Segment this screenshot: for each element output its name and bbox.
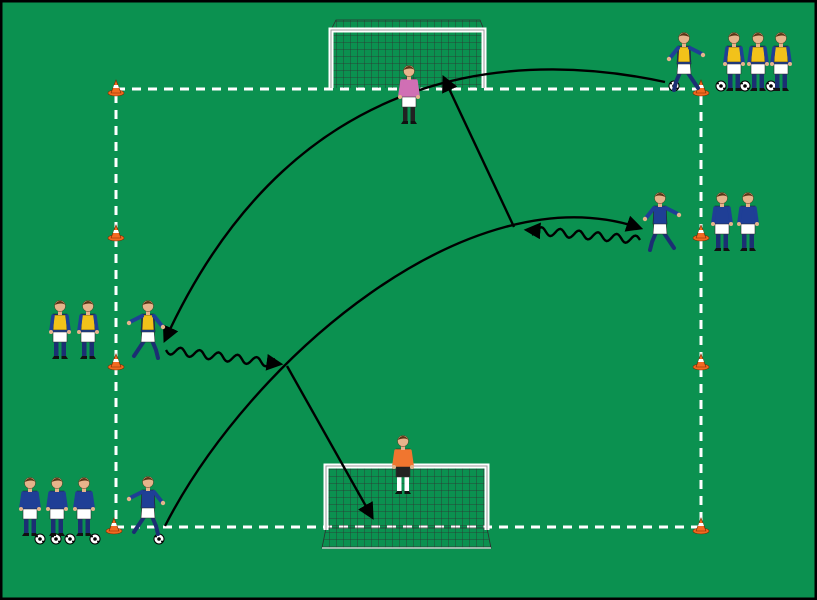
dribble-arrow-left	[164, 346, 284, 371]
soccer-ball-icon	[89, 533, 101, 545]
shot-arrow-to-top-goal	[442, 74, 516, 228]
player-figure-icon	[73, 477, 95, 536]
soccer-ball-icon	[765, 80, 777, 92]
player-figure-icon	[126, 300, 166, 360]
cone-icon	[107, 224, 125, 242]
cone-icon	[107, 353, 125, 371]
cone-icon	[105, 517, 123, 535]
player-figure-icon	[770, 32, 792, 91]
cone-icon	[692, 353, 710, 371]
soccer-ball-icon	[64, 533, 76, 545]
soccer-ball-icon	[34, 533, 46, 545]
players-layer	[19, 32, 792, 536]
balls-layer	[34, 80, 777, 545]
player-figure-icon	[723, 32, 745, 91]
cone-icon	[692, 224, 710, 242]
player-figure-icon	[77, 300, 99, 359]
player-figure-icon	[642, 192, 682, 252]
player-figure-icon	[666, 32, 706, 92]
dribble-arrow-right	[523, 222, 641, 244]
cone-icon	[107, 79, 125, 97]
player-figure-icon	[711, 192, 733, 251]
shot-arrow-to-bottom-goal	[285, 365, 374, 520]
player-figure-icon	[737, 192, 759, 251]
player-figure-icon	[747, 32, 769, 91]
player-figure-icon	[49, 300, 71, 359]
cones-layer	[105, 79, 710, 535]
soccer-ball-icon	[739, 80, 751, 92]
soccer-ball-icon	[715, 80, 727, 92]
long-pass-arrow-bottom-left-to-right	[163, 215, 644, 527]
player-figure-icon	[126, 476, 166, 536]
goalkeeper-figure-icon	[392, 435, 414, 494]
goalkeeper-figure-icon	[398, 65, 420, 124]
cone-icon	[692, 517, 710, 535]
movement-arrows	[162, 68, 666, 527]
player-figure-icon	[19, 477, 41, 536]
player-figure-icon	[46, 477, 68, 536]
